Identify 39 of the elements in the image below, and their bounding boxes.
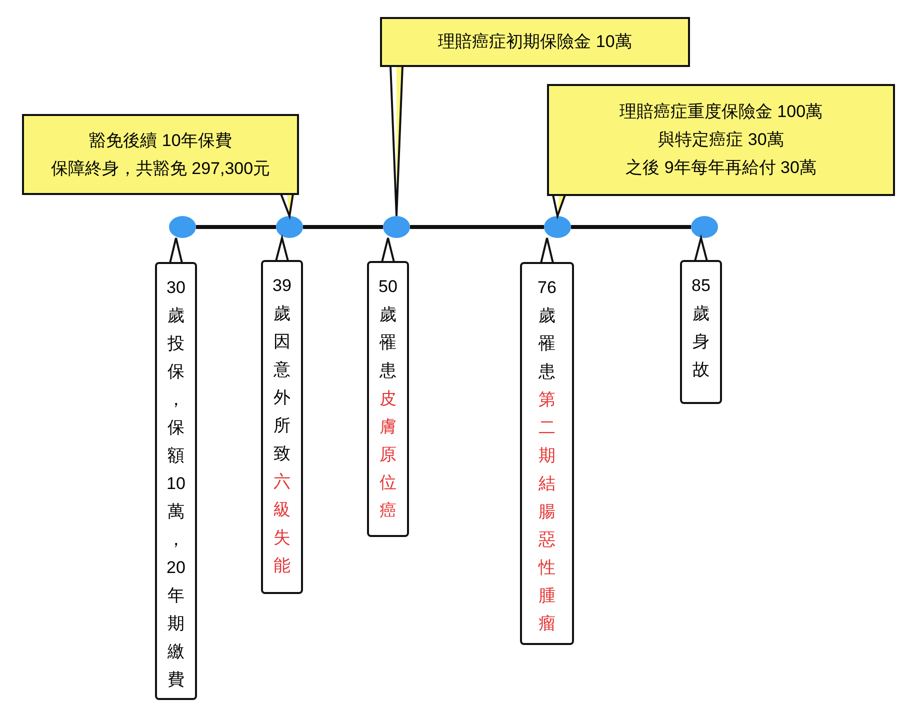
callout-tail — [275, 234, 290, 262]
callout-tail — [694, 234, 708, 262]
timeline-dot — [276, 216, 303, 238]
event-text: 85歲身故 — [690, 275, 712, 381]
highlighted-text: 第二期結腸惡性腫瘤 — [537, 389, 556, 635]
callout-tail — [280, 193, 294, 220]
timeline-dot — [383, 216, 410, 238]
event-text: 76歲罹患 — [536, 277, 558, 383]
callout-tail — [552, 194, 566, 220]
callout-box — [155, 262, 197, 700]
timeline-dot — [691, 216, 718, 238]
speech-bubble — [380, 17, 690, 67]
highlighted-text: 皮膚原位癌 — [378, 388, 398, 522]
callout-box — [520, 262, 574, 645]
bubble-text: 與特定癌症 30萬 — [657, 129, 785, 151]
timeline-line — [196, 225, 276, 229]
callout-box — [261, 260, 303, 594]
callout-tail — [390, 65, 404, 217]
highlighted-text: 六級失能 — [272, 471, 292, 577]
speech-bubble — [22, 114, 299, 195]
bubble-text: 理賠癌症重度保險金 100萬 — [618, 101, 824, 123]
speech-bubble — [547, 84, 895, 196]
bubble-text: 豁免後續 10年保費 — [88, 130, 233, 152]
bubble-text: 之後 9年每年再給付 30萬 — [624, 157, 818, 179]
timeline-line — [571, 225, 691, 229]
callout-tail — [169, 237, 184, 264]
event-text: 39歲因意外所致 — [272, 275, 292, 465]
event-text: 50歲罹患 — [378, 276, 398, 382]
timeline-dot — [544, 216, 571, 238]
timeline-line — [410, 225, 544, 229]
callout-tail — [540, 237, 554, 264]
timeline-line — [303, 225, 383, 229]
timeline-dot — [169, 216, 196, 238]
bubble-text: 理賠癌症初期保險金 10萬 — [437, 31, 633, 53]
bubble-text: 保障終身，共豁免 297,300元 — [50, 158, 272, 180]
callout-box — [680, 260, 722, 404]
callout-tail — [381, 237, 396, 263]
callout-box — [367, 261, 409, 537]
event-text: 30歲投保，保額10萬，20年期繳費 — [166, 277, 186, 691]
